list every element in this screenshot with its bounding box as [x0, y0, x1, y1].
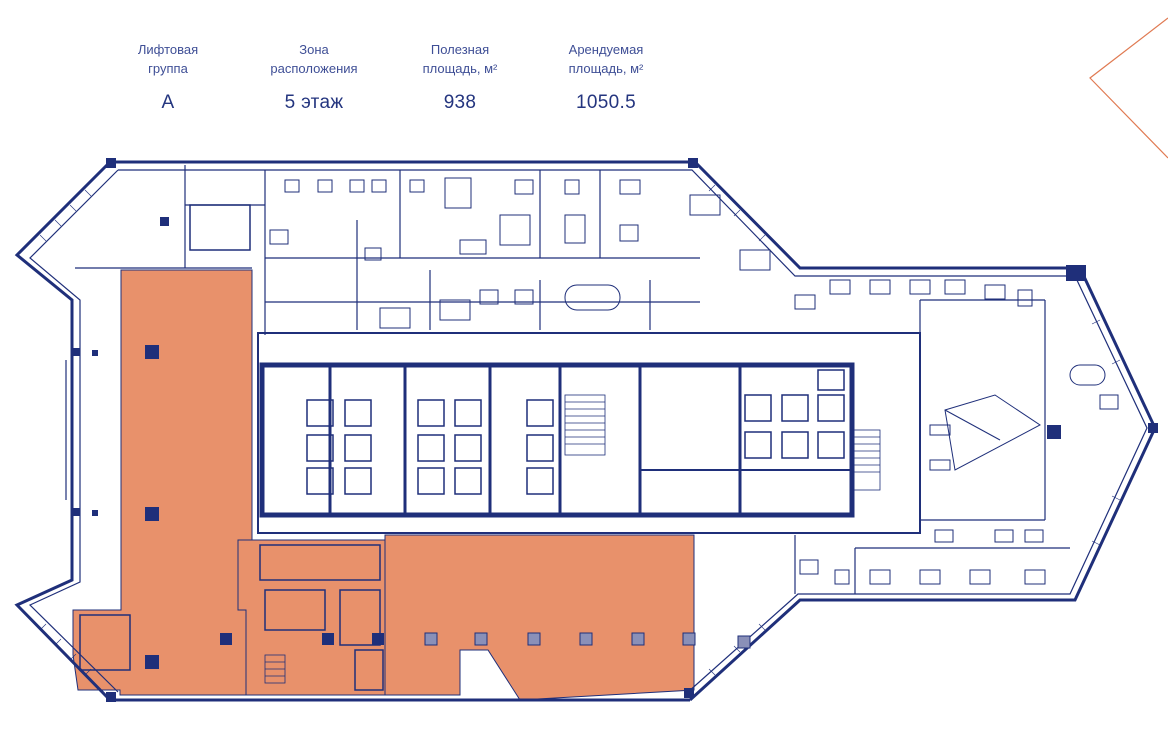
stat-elevator-group: Лифтовая группа A: [95, 40, 241, 114]
stairs: [264, 394, 881, 684]
stat-label: Лифтовая группа: [137, 42, 199, 76]
corner-accent-line: [1089, 17, 1168, 159]
stat-label: Полезная площадь, м²: [422, 42, 498, 76]
core-outer-wall: [257, 332, 921, 534]
stats-row: Лифтовая группа A Зона расположения 5 эт…: [95, 40, 679, 114]
structural-columns: [72, 217, 1086, 669]
highlighted-area: [72, 269, 695, 701]
stat-useful-area: Полезная площадь, м² 938: [387, 40, 533, 114]
stat-rentable-area: Арендуемая площадь, м² 1050.5: [533, 40, 679, 114]
stat-location-zone: Зона расположения 5 этаж: [241, 40, 387, 114]
central-core: [257, 332, 921, 534]
highlight-right-zone: [384, 534, 695, 701]
stat-value: 5 этаж: [284, 92, 344, 113]
stat-value: A: [161, 92, 175, 113]
highlight-left-zone: [72, 269, 253, 696]
stat-label: Арендуемая площадь, м²: [568, 42, 644, 76]
service-rooms: [79, 204, 384, 691]
elevator-cabins: [306, 369, 845, 495]
corner-markers: [106, 158, 1158, 702]
core-inner-wall: [259, 362, 855, 518]
outer-wall-top: [110, 160, 1157, 702]
window-mullions: [39, 184, 1121, 676]
stat-value: 1050.5: [576, 92, 636, 113]
stat-value: 938: [443, 92, 477, 113]
window-columns: [424, 632, 751, 649]
office-desks: [269, 177, 1119, 585]
atrium: [944, 394, 1041, 471]
stat-label: Зона расположения: [270, 42, 358, 76]
